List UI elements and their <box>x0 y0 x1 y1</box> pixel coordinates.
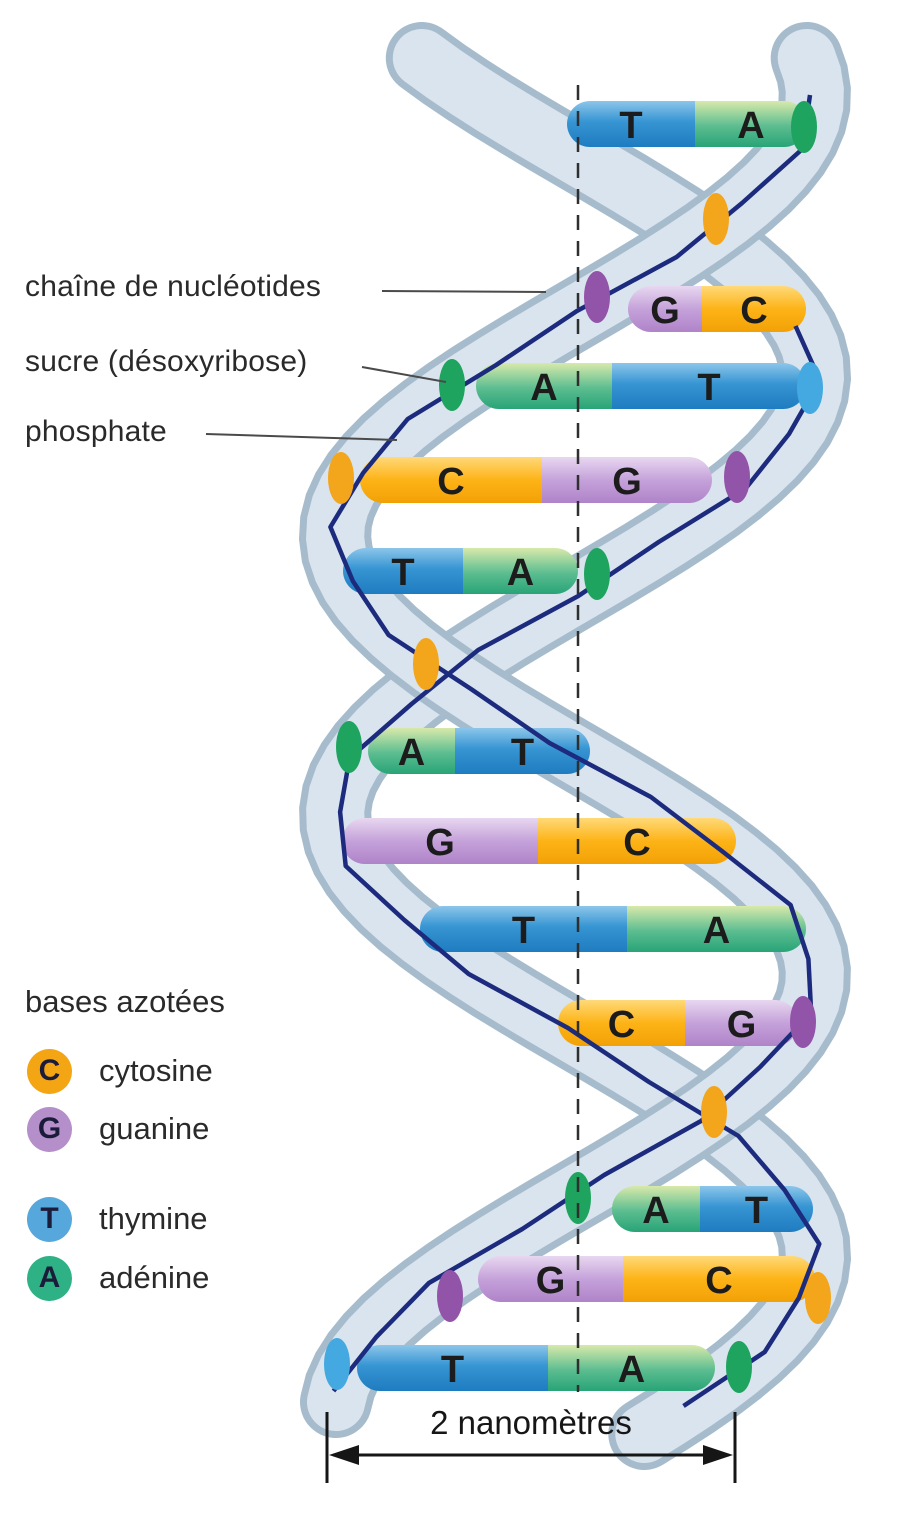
base-letter-right: G <box>612 461 642 503</box>
purple-nucleotide-dot <box>790 996 816 1048</box>
green-nucleotide-dot <box>791 101 817 153</box>
chain-of-nucleotides-label: chaîne de nucléotides <box>25 270 322 303</box>
base-letter-left: G <box>425 822 455 864</box>
green-nucleotide-dot <box>565 1172 591 1224</box>
base-letter-right: C <box>623 822 650 864</box>
base-letter-right: A <box>703 910 730 952</box>
base-letter-right: A <box>618 1349 645 1391</box>
orange-nucleotide-dot <box>413 638 439 690</box>
base-letter-left: T <box>512 910 535 952</box>
legend-name: thymine <box>99 1201 208 1236</box>
adenine-badge-icon: A <box>27 1255 72 1301</box>
green-nucleotide-dot <box>336 721 362 773</box>
legend-name: guanine <box>99 1111 210 1146</box>
orange-nucleotide-dot <box>805 1272 831 1324</box>
blue-nucleotide-dot <box>324 1338 350 1390</box>
base-letter-right: A <box>507 552 534 594</box>
nucleotide-chains <box>328 94 823 1408</box>
phosphate-pointer-line <box>205 433 398 441</box>
guanine-badge-icon: G <box>27 1106 72 1152</box>
sugar-deoxyribose-label: sucre (désoxyribose) <box>25 345 308 378</box>
sugar-pointer-line <box>361 366 447 383</box>
legend-item-thymine: T thymine <box>27 1196 208 1242</box>
base-pair-rod <box>558 1000 798 1046</box>
base-letter-left: G <box>536 1260 566 1302</box>
base-letter-right: T <box>697 367 720 409</box>
base-pair-rod <box>567 101 807 147</box>
green-nucleotide-dot <box>584 548 610 600</box>
base-letter-left: A <box>530 367 557 409</box>
base-pair-rod <box>628 286 806 332</box>
base-letter-right: A <box>737 105 764 147</box>
orange-nucleotide-dot <box>701 1086 727 1138</box>
orange-nucleotide-dot <box>328 452 354 504</box>
base-letter-left: G <box>650 290 680 332</box>
legend-item-guanine: G guanine <box>27 1106 209 1152</box>
base-letter-right: T <box>745 1190 768 1232</box>
base-letter-right: C <box>740 290 767 332</box>
phosphate-label: phosphate <box>25 415 167 448</box>
base-letter-left: T <box>441 1349 464 1391</box>
base-letter-right: G <box>727 1004 757 1046</box>
green-nucleotide-dot <box>439 359 465 411</box>
purple-nucleotide-dot <box>584 271 610 323</box>
blue-nucleotide-dot <box>797 362 823 414</box>
arrowhead-right-icon <box>703 1445 733 1465</box>
purple-nucleotide-dot <box>437 1270 463 1322</box>
label-pointer-lines <box>205 290 547 441</box>
base-letter-left: T <box>619 105 642 147</box>
legend-name: cytosine <box>99 1053 213 1088</box>
base-letter-left: A <box>642 1190 669 1232</box>
arrowhead-left-icon <box>329 1445 359 1465</box>
purple-nucleotide-dot <box>724 451 750 503</box>
legend-item-cytosine: C cytosine <box>27 1048 213 1094</box>
legend-title: bases azotées <box>25 984 225 1019</box>
cytosine-badge-icon: C <box>27 1048 72 1094</box>
base-pair-rod <box>342 818 736 864</box>
base-letter-left: T <box>391 552 414 594</box>
base-pair-rod <box>478 1256 815 1302</box>
legend-name: adénine <box>99 1260 210 1295</box>
chain-back <box>337 325 823 1408</box>
base-letter-right: C <box>705 1260 732 1302</box>
chain-pointer-line <box>381 290 547 293</box>
green-nucleotide-dot <box>726 1341 752 1393</box>
base-letter-left: A <box>398 732 425 774</box>
base-pair-rod <box>420 906 806 952</box>
sugar-phosphate-dots <box>324 101 831 1393</box>
base-pair-rod <box>343 548 578 594</box>
base-pair-rod <box>357 1345 715 1391</box>
base-letter-left: C <box>437 461 464 503</box>
base-letter-left: C <box>608 1004 635 1046</box>
base-pair-rod <box>476 363 806 409</box>
thymine-badge-icon: T <box>27 1196 72 1242</box>
scale-bar-graphic <box>325 1412 737 1483</box>
base-pair-rod <box>360 457 712 503</box>
scale-bar-label: 2 nanomètres <box>430 1404 632 1441</box>
base-letter-right: T <box>511 732 534 774</box>
orange-nucleotide-dot <box>703 193 729 245</box>
legend-item-adenine: A adénine <box>27 1255 209 1301</box>
chain-front <box>328 94 814 1393</box>
